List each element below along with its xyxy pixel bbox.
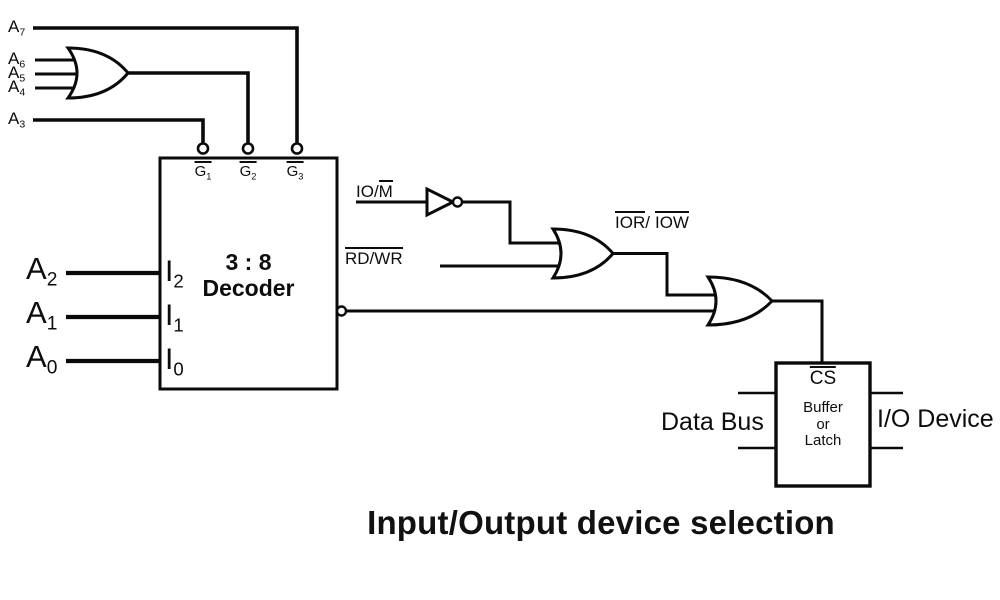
label-rd-wr: RD/WR <box>345 247 403 268</box>
label-a1: A1 <box>26 295 58 335</box>
decoder-output-bubble-icon <box>335 305 348 317</box>
not-gate-icon <box>425 186 457 218</box>
bubble-g2-icon <box>241 142 255 155</box>
label-a5: A5 <box>8 63 26 85</box>
decoder-name-line1: 3 : 8 <box>225 249 272 275</box>
label-g3: G3 <box>286 161 304 182</box>
label-io-m: IO/M <box>356 180 393 201</box>
buffer-label-line3: Latch <box>804 432 842 449</box>
label-a4: A4 <box>8 77 26 99</box>
label-a0: A0 <box>26 339 58 379</box>
label-a7: A7 <box>8 17 26 39</box>
buffer-label-line2: or <box>816 416 830 433</box>
wire-inverter-out <box>462 200 566 245</box>
wire-cs <box>772 299 824 363</box>
or-gate-select-icon <box>705 275 775 327</box>
wire-a7 <box>33 26 299 144</box>
bubble-g3-icon <box>290 142 304 155</box>
decoder-box <box>158 156 339 391</box>
bubble-g1-icon <box>196 142 210 155</box>
buffer-latch-box <box>774 361 872 488</box>
diagram-title: Input/Output device selection <box>367 504 835 541</box>
label-io-device: I/O Device <box>877 405 994 433</box>
wire-ior-iow <box>613 252 722 297</box>
or-gate-address-icon <box>65 46 130 100</box>
buffer-label-line1: Buffer <box>803 399 843 416</box>
wire-or-to-g2 <box>128 71 250 144</box>
label-data-bus: Data Bus <box>661 408 764 436</box>
inverter-bubble-icon <box>451 196 464 208</box>
label-ior-iow: IOR/IOW <box>615 211 689 232</box>
label-g2: G2 <box>239 161 257 182</box>
label-a6: A6 <box>8 49 26 71</box>
label-cs: CS <box>809 366 837 389</box>
label-i1: I1 <box>165 299 184 336</box>
wire-a3 <box>33 118 205 144</box>
or-gate-readwrite-icon <box>550 227 615 280</box>
label-a3: A3 <box>8 109 26 131</box>
decoder-name-line2: Decoder <box>202 275 295 301</box>
label-g1: G1 <box>194 161 212 182</box>
label-i0: I0 <box>165 343 184 380</box>
label-a2: A2 <box>26 251 58 291</box>
label-i2: I2 <box>165 255 184 292</box>
